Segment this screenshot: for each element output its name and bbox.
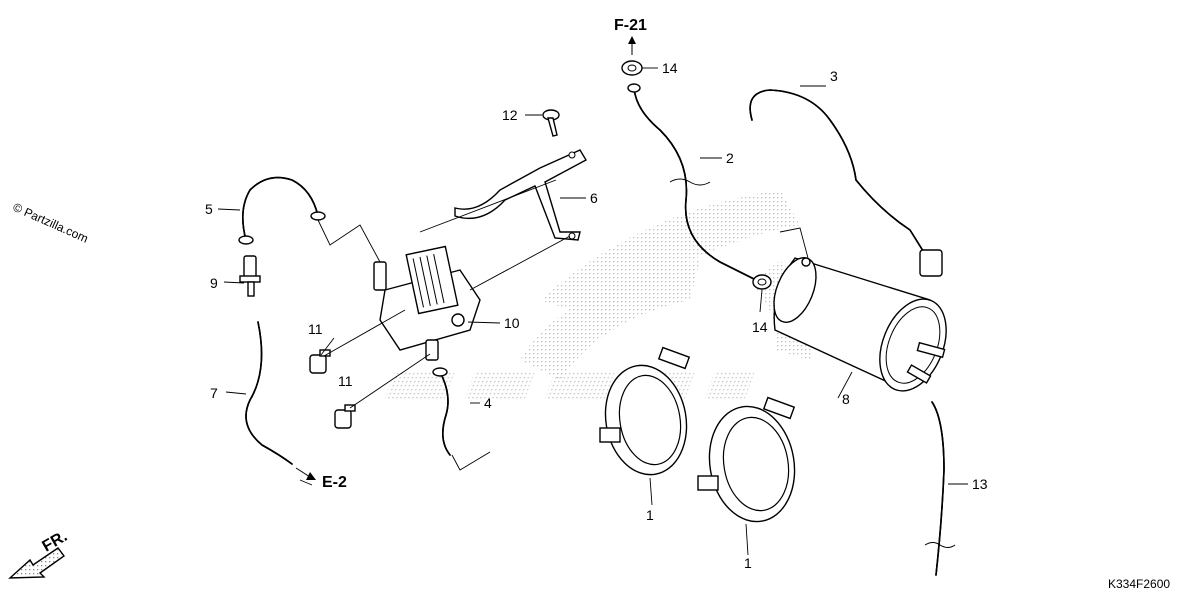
- clamp-part-14-lower: [752, 274, 772, 290]
- label-part-5: 5: [205, 201, 213, 217]
- bolt-part-12: [542, 109, 560, 137]
- ref-arrow-f21: [628, 36, 636, 55]
- label-part-13: 13: [972, 476, 988, 492]
- label-part-11-upper: 11: [308, 321, 323, 337]
- label-part-14-lower: 14: [752, 319, 768, 335]
- fitting-part-9: [239, 255, 261, 297]
- bolt-part-11-lower: [334, 404, 356, 429]
- clamp-part-14-top: [621, 60, 643, 76]
- diagram-code: K334F2600: [1108, 577, 1170, 591]
- label-part-6: 6: [590, 190, 598, 206]
- band-clamp-part-1-lower: [697, 396, 796, 523]
- hose-part-13: [924, 401, 956, 576]
- label-part-14-top: 14: [662, 60, 678, 76]
- label-part-9: 9: [210, 275, 218, 291]
- label-part-11-lower: 11: [338, 373, 353, 389]
- hose-part-3: [749, 89, 943, 277]
- hose-part-7: [245, 321, 293, 465]
- label-part-10: 10: [504, 315, 520, 331]
- purge-valve-part-10: [373, 245, 481, 361]
- bracket-part-6: [454, 149, 587, 241]
- hose-part-4: [432, 367, 451, 456]
- label-part-4: 4: [484, 395, 492, 411]
- label-part-1-lower: 1: [744, 555, 752, 571]
- canister-part-8: [773, 257, 947, 392]
- front-arrow-label: FR.: [40, 528, 71, 556]
- label-part-7: 7: [210, 385, 218, 401]
- leader-lines: [217, 67, 968, 556]
- watermark-text: © Partzilla.com: [11, 200, 91, 246]
- hose-part-2: [627, 83, 761, 283]
- hose-part-5: [238, 176, 326, 245]
- ref-label-f21: F-21: [614, 17, 647, 34]
- label-part-2: 2: [726, 150, 734, 166]
- front-direction-arrow-icon: [8, 547, 65, 579]
- band-clamp-part-1-upper: [599, 346, 691, 476]
- ref-label-e2: E-2: [322, 474, 347, 491]
- ref-arrow-e2: [295, 467, 316, 480]
- bolt-part-11-upper: [309, 349, 331, 374]
- label-part-3: 3: [830, 68, 838, 84]
- label-part-1-upper: 1: [646, 507, 654, 523]
- label-part-12: 12: [502, 107, 518, 123]
- label-part-8: 8: [842, 391, 850, 407]
